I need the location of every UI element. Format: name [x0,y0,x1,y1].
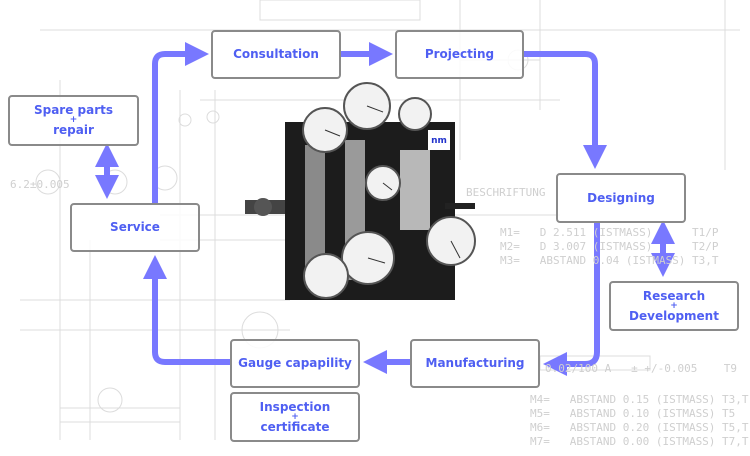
drawing-heading: BESCHRIFTUNG [466,186,546,199]
nm-logo: nm [431,136,447,146]
plus-sign: + [291,411,299,422]
drawing-row: M6= ABSTAND 0.20 (ISTMASS) T5,T [530,421,749,434]
node-label: certificate [260,419,330,434]
drawing-row: M5= ABSTAND 0.10 (ISTMASS) T5 [530,407,736,420]
drawing-tolerance: 0.02/100 A ± +/-0.005 T9 [545,362,738,375]
node-label: Inspection [259,399,331,414]
node-service: Service [70,203,200,252]
node-label: Consultation [233,47,319,61]
node-label: repair [53,123,94,137]
node-manufacturing: Manufacturing [410,339,540,388]
node-label: Manufacturing [425,356,525,370]
arrow-gauge-to-service [143,255,230,365]
node-research-development: Research + Development [609,281,739,331]
node-label: Development [629,308,719,323]
node-projecting: Projecting [395,30,524,79]
drawing-row: M7= ABSTAND 0.00 (ISTMASS) T7,T [530,435,749,448]
drawing-row: M4= ABSTAND 0.15 (ISTMASS) T3,T [530,393,749,406]
arrow-service-to-consultation [152,42,209,203]
drawing-row: M3= ABSTAND 0.04 (ISTMASS) T3,T [500,254,719,267]
arrow-designing-to-manufacturing [543,222,600,376]
node-spare-parts-repair: Spare parts + repair [8,95,139,146]
node-label: Service [110,220,160,234]
node-label: Designing [587,190,655,205]
node-consultation: Consultation [211,30,341,79]
drawing-dimension: 6.2±0.005 [10,178,70,191]
node-designing: Designing [556,173,686,223]
node-inspection-certificate: Inspection + certificate [230,392,360,442]
drawing-row: M1= D 2.511 (ISTMASS) T1/P [500,226,719,239]
node-gauge-capability: Gauge capapility [230,339,360,388]
node-label: Research [642,288,706,303]
plus-sign: + [69,115,78,125]
plus-sign: + [670,300,678,311]
node-label: Spare parts [33,103,114,117]
node-label: Projecting [424,47,495,61]
drawing-row: M2= D 3.007 (ISTMASS) T2/P [500,240,719,253]
node-label: Gauge capapility [238,356,352,370]
arrow-projecting-to-designing [523,51,607,169]
